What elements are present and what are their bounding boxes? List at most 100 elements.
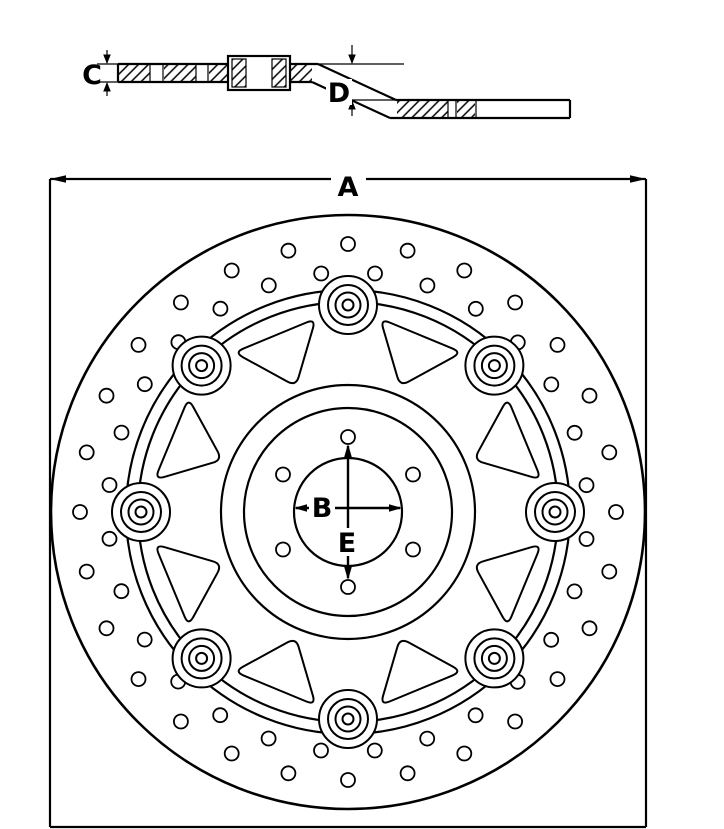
vent-hole xyxy=(399,242,416,259)
vent-hole xyxy=(101,477,118,493)
vent-hole xyxy=(543,631,560,648)
vent-hole xyxy=(581,620,598,637)
vent-hole xyxy=(566,424,583,441)
vent-holes xyxy=(72,236,624,788)
vent-hole xyxy=(608,504,624,520)
disc-front-view: B E xyxy=(49,213,647,811)
section-lower-band xyxy=(390,98,572,120)
arrowhead-up-icon xyxy=(103,82,111,92)
vent-hole xyxy=(98,387,115,404)
section-hatch xyxy=(209,65,228,81)
section-hatch xyxy=(164,65,196,81)
carrier-cutout xyxy=(381,320,459,385)
carrier-cutouts xyxy=(156,320,540,704)
arrowhead-up-icon xyxy=(344,444,352,457)
vent-hole xyxy=(507,713,523,730)
section-hatch xyxy=(119,65,150,81)
dimension-b: B xyxy=(294,492,402,524)
vent-hole xyxy=(601,444,618,461)
vent-hole xyxy=(130,336,147,353)
cross-section-view: C D xyxy=(82,45,572,120)
vent-hole xyxy=(601,563,618,580)
vent-hole xyxy=(212,707,229,724)
dim-label-e: E xyxy=(338,528,356,559)
label-halo xyxy=(309,492,335,520)
carrier-cutout xyxy=(237,320,315,385)
vent-hole xyxy=(419,277,436,294)
vent-hole xyxy=(172,294,189,311)
vent-hole xyxy=(212,300,229,317)
vent-hole xyxy=(399,765,416,782)
vent-hole xyxy=(566,583,583,600)
dim-label-b: B xyxy=(312,493,333,524)
vent-hole xyxy=(280,242,297,259)
vent-hole xyxy=(172,713,189,730)
vent-hole xyxy=(467,707,484,724)
carrier-cutout xyxy=(475,401,540,479)
vent-hole xyxy=(98,620,115,637)
bolt-hole xyxy=(340,579,356,595)
vent-hole xyxy=(578,477,595,494)
arrowhead-down-icon xyxy=(103,54,111,64)
vent-hole xyxy=(78,444,95,461)
bobbin-center-hole xyxy=(341,298,355,312)
bobbin-center-hole xyxy=(341,712,355,726)
bolt-holes xyxy=(275,429,421,595)
vent-hole xyxy=(581,387,598,404)
arrowhead-right-icon xyxy=(389,504,402,512)
dim-label-d: D xyxy=(328,78,350,109)
bolt-hole xyxy=(405,541,421,558)
section-hatch xyxy=(271,58,287,88)
carrier-cutout xyxy=(475,545,540,623)
vent-hole xyxy=(456,745,473,762)
vent-hole xyxy=(260,730,277,747)
section-hatch xyxy=(231,58,247,88)
bolt-hole xyxy=(275,466,291,483)
bobbin-center-hole xyxy=(548,505,562,519)
arrowhead-left-icon xyxy=(50,175,66,183)
carrier-cutout xyxy=(156,401,221,479)
bolt-hole xyxy=(405,466,421,483)
vent-hole xyxy=(223,745,240,762)
vent-hole xyxy=(136,376,153,393)
bobbin-center-hole xyxy=(134,505,148,519)
dimension-d: D xyxy=(318,45,404,116)
bobbin-center-hole xyxy=(195,359,209,373)
dim-label-c: C xyxy=(82,60,102,91)
arrowhead-down-icon xyxy=(348,54,356,64)
vent-hole xyxy=(549,336,566,353)
carrier-cutout xyxy=(381,639,459,704)
vent-hole xyxy=(578,531,595,547)
dim-label-a: A xyxy=(338,172,359,203)
vent-hole xyxy=(313,265,330,282)
arrowhead-down-icon xyxy=(344,567,352,580)
bolt-hole xyxy=(275,541,291,558)
section-hatch xyxy=(457,101,475,117)
bobbin-center-hole xyxy=(195,651,209,665)
section-upper-band xyxy=(116,62,318,84)
dimension-e: E xyxy=(333,444,361,580)
vent-hole xyxy=(136,631,153,648)
vent-hole xyxy=(113,583,130,600)
section-hatch xyxy=(397,101,448,117)
vent-hole xyxy=(260,277,277,294)
vent-hole xyxy=(313,742,329,759)
vent-hole xyxy=(340,772,356,788)
bobbin-center-hole xyxy=(487,359,501,373)
vent-hole xyxy=(366,742,383,759)
vent-hole xyxy=(223,262,240,279)
carrier-inner-edge xyxy=(219,383,477,641)
bolt-hole xyxy=(340,429,356,445)
vent-hole xyxy=(340,236,356,252)
vent-hole xyxy=(130,671,147,687)
vent-hole xyxy=(419,730,436,747)
vent-hole xyxy=(78,563,95,580)
carrier-cutout xyxy=(156,545,221,623)
vent-hole xyxy=(549,671,566,687)
dimension-c: C xyxy=(82,50,118,96)
vent-hole xyxy=(280,765,297,782)
bobbin-center-hole xyxy=(487,651,501,665)
label-halo xyxy=(333,528,361,556)
